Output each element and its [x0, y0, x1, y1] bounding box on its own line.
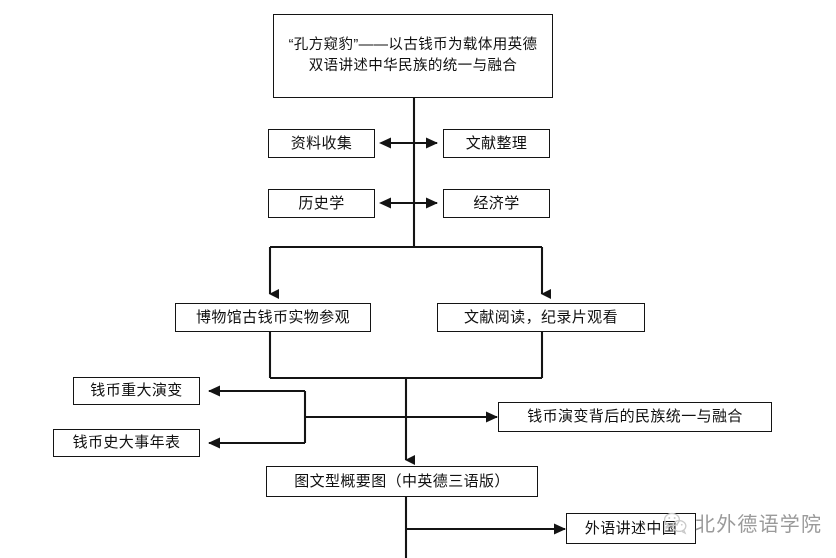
watermark-text: 北外德语学院 [695, 514, 823, 536]
node-root-title: “孔方窥豹”——以古钱币为载体用英德 双语讲述中华民族的统一与融合 [273, 14, 553, 98]
node-literature-review-label: 文献整理 [465, 134, 528, 152]
node-history-label: 历史学 [298, 194, 345, 212]
node-economics-label: 经济学 [473, 194, 520, 212]
node-summary-graphic: 图文型概要图（中英德三语版） [266, 466, 538, 497]
node-data-collection-label: 资料收集 [290, 134, 353, 152]
node-ethnic-unity: 钱币演变背后的民族统一与融合 [498, 402, 772, 432]
node-museum-visit: 博物馆古钱币实物参观 [175, 303, 371, 332]
node-reading-docs-label: 文献阅读，纪录片观看 [463, 308, 618, 326]
node-history: 历史学 [268, 189, 375, 218]
node-root-title-label: “孔方窥豹”——以古钱币为载体用英德 双语讲述中华民族的统一与融合 [288, 37, 538, 74]
node-economics: 经济学 [443, 189, 550, 218]
node-coin-chronicle-label: 钱币史大事年表 [72, 434, 181, 452]
node-literature-review: 文献整理 [443, 129, 550, 158]
watermark: 北外德语学院 [662, 508, 822, 537]
node-data-collection: 资料收集 [268, 129, 375, 158]
node-museum-visit-label: 博物馆古钱币实物参观 [195, 308, 350, 326]
node-coin-evolution: 钱币重大演变 [73, 377, 200, 405]
node-summary-graphic-label: 图文型概要图（中英德三语版） [294, 472, 510, 490]
node-tell-china-label: 外语讲述中国 [584, 519, 678, 537]
node-coin-evolution-label: 钱币重大演变 [90, 382, 183, 400]
wechat-icon [663, 512, 687, 534]
node-coin-chronicle: 钱币史大事年表 [53, 429, 200, 457]
node-ethnic-unity-label: 钱币演变背后的民族统一与融合 [527, 408, 743, 426]
node-reading-docs: 文献阅读，纪录片观看 [437, 303, 645, 332]
